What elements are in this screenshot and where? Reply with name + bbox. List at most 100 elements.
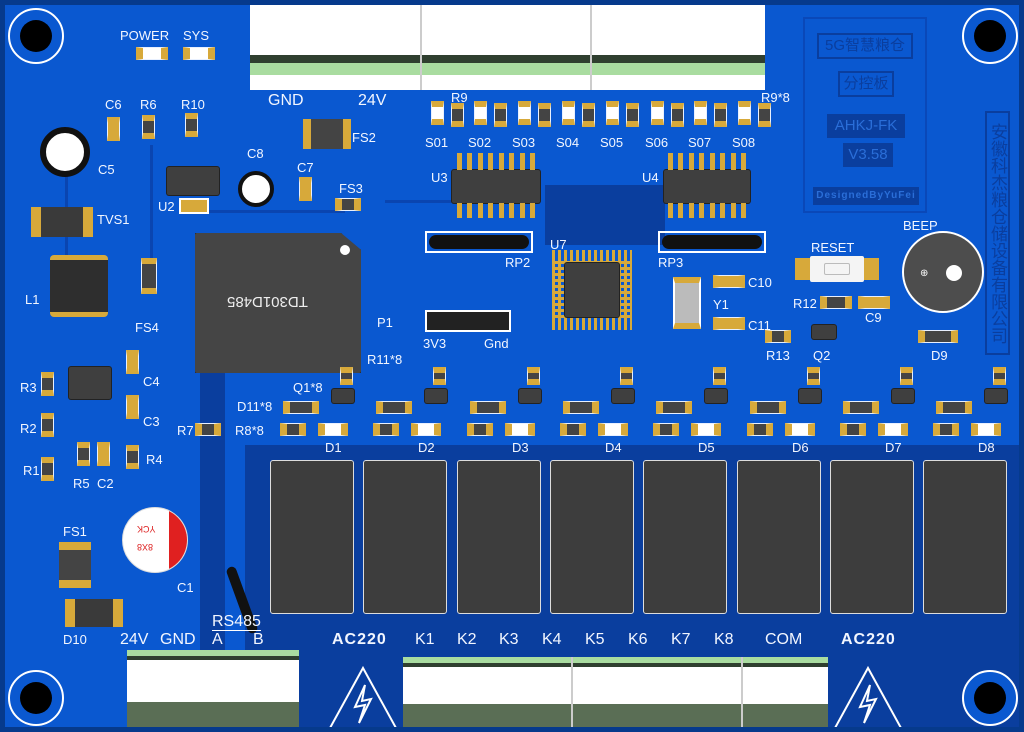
high-voltage-warning-icon bbox=[329, 665, 397, 727]
mount-hole bbox=[8, 8, 64, 64]
rs485-label-24v: 24V bbox=[120, 631, 149, 648]
power-label: POWER bbox=[120, 28, 170, 43]
relay-output-label: K5 bbox=[585, 631, 605, 648]
plus-icon: ⊕ bbox=[920, 268, 929, 279]
signal-led bbox=[651, 101, 664, 125]
resistor bbox=[41, 457, 54, 481]
resistor bbox=[820, 296, 852, 309]
relay-output-label: K1 bbox=[415, 631, 435, 648]
diode-label: D6 bbox=[792, 440, 809, 455]
logo-block bbox=[803, 17, 927, 213]
relay-driver-transistor bbox=[892, 389, 914, 403]
ref-r13: R13 bbox=[766, 348, 790, 363]
ref-rp2: RP2 bbox=[505, 255, 531, 270]
mount-hole bbox=[962, 670, 1018, 726]
com-label: COM bbox=[765, 631, 803, 648]
reset-button[interactable] bbox=[795, 256, 879, 282]
fuse-fs1 bbox=[59, 542, 91, 588]
resistor bbox=[933, 423, 959, 436]
relay-output-label: K7 bbox=[671, 631, 691, 648]
signal-led bbox=[738, 101, 751, 125]
mount-hole bbox=[962, 8, 1018, 64]
signal-label: S01 bbox=[425, 135, 449, 150]
relay bbox=[643, 460, 727, 614]
buzzer: ⊕ bbox=[902, 231, 984, 313]
tvs-diode bbox=[31, 207, 93, 237]
sys-led bbox=[183, 47, 215, 60]
resistor bbox=[494, 103, 507, 127]
ref-r8: R8*8 bbox=[235, 423, 264, 438]
relay bbox=[363, 460, 447, 614]
relay bbox=[457, 460, 541, 614]
resistor bbox=[626, 103, 639, 127]
beep-label: BEEP bbox=[903, 218, 938, 233]
ref-r1: R1 bbox=[23, 463, 40, 478]
relay bbox=[737, 460, 821, 614]
relay bbox=[923, 460, 1007, 614]
transistor-q2 bbox=[812, 325, 836, 339]
resistor bbox=[582, 103, 595, 127]
relay-led bbox=[878, 423, 908, 436]
capacitor bbox=[126, 350, 139, 374]
resistor bbox=[840, 423, 866, 436]
resistor bbox=[758, 103, 771, 127]
relay-terminal-block[interactable] bbox=[403, 657, 828, 727]
ref-r3: R3 bbox=[20, 380, 37, 395]
ref-d11: D11*8 bbox=[237, 399, 273, 414]
header-label-gnd: Gnd bbox=[484, 336, 509, 351]
signal-label: S08 bbox=[732, 135, 756, 150]
ref-c5: C5 bbox=[98, 162, 115, 177]
ref-c7: C7 bbox=[297, 160, 314, 175]
relay-led bbox=[505, 423, 535, 436]
ref-c1: C1 bbox=[177, 580, 194, 595]
logo-subtitle: 分控板 bbox=[838, 71, 894, 97]
ref-c9: C9 bbox=[865, 310, 882, 325]
capacitor bbox=[299, 177, 312, 201]
signal-led bbox=[474, 101, 487, 125]
resistor bbox=[807, 367, 820, 385]
relay-led bbox=[318, 423, 348, 436]
relay-output-label: K2 bbox=[457, 631, 477, 648]
signal-label: S05 bbox=[600, 135, 624, 150]
ref-c2: C2 bbox=[97, 476, 114, 491]
diode-label: D1 bbox=[325, 440, 342, 455]
top-terminal-block[interactable] bbox=[250, 5, 765, 90]
u4-pins bbox=[668, 203, 746, 218]
rs485-terminal-block[interactable] bbox=[127, 650, 299, 727]
relay-led bbox=[971, 423, 1001, 436]
ic-soic8 bbox=[69, 367, 111, 399]
capacitor bbox=[713, 317, 745, 330]
rs485-module: TD301D485 bbox=[195, 233, 361, 373]
ref-fs2: FS2 bbox=[352, 130, 376, 145]
relay-led bbox=[691, 423, 721, 436]
capacitor bbox=[858, 296, 890, 309]
ref-d9: D9 bbox=[931, 348, 948, 363]
high-voltage-warning-icon bbox=[834, 665, 902, 727]
ref-p1: P1 bbox=[377, 315, 393, 330]
resistor bbox=[993, 367, 1006, 385]
resistor bbox=[527, 367, 540, 385]
header-p1[interactable] bbox=[425, 310, 511, 332]
ref-r10: R10 bbox=[181, 97, 205, 112]
ic-u4 bbox=[664, 170, 750, 203]
resistor bbox=[765, 330, 791, 343]
resistor-r7 bbox=[195, 423, 221, 436]
signal-label: S06 bbox=[645, 135, 669, 150]
relay-driver-transistor bbox=[612, 389, 634, 403]
resistor bbox=[142, 115, 155, 139]
ref-r4: R4 bbox=[146, 452, 163, 467]
diode-d9 bbox=[918, 330, 958, 343]
diode-label: D3 bbox=[512, 440, 529, 455]
flyback-diode bbox=[936, 401, 972, 414]
ref-fs4: FS4 bbox=[135, 320, 159, 335]
capacitor-c8 bbox=[238, 171, 274, 207]
capacitor-c1: YCK 8X8 bbox=[122, 507, 188, 573]
flyback-diode bbox=[563, 401, 599, 414]
signal-led bbox=[518, 101, 531, 125]
resistor bbox=[77, 442, 90, 466]
ref-r9: R9 bbox=[451, 90, 468, 105]
signal-led bbox=[606, 101, 619, 125]
rs485-label-a: A bbox=[212, 631, 223, 648]
resistor bbox=[671, 103, 684, 127]
relay bbox=[550, 460, 634, 614]
